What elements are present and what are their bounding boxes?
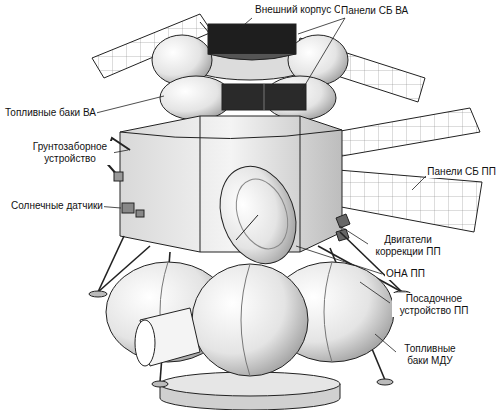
fuel-tank <box>160 76 232 120</box>
part-label: Топливные баки МДУ <box>398 343 462 367</box>
part-label: Двигатели коррекции ПП <box>370 234 446 258</box>
sun-sensor <box>122 203 134 213</box>
engine-nozzle <box>336 214 350 228</box>
solar-panel <box>336 170 482 232</box>
part-label: ОНА ПП <box>385 268 426 280</box>
part-label: Панели СБ ВА <box>340 5 409 17</box>
antenna-dish <box>207 156 309 275</box>
part-label: Посадочное устройство ПП <box>392 293 476 317</box>
part-label: Солнечные датчики <box>10 200 104 212</box>
part-label: Внешний корпус СА <box>254 4 349 16</box>
capsule-shell <box>208 24 296 54</box>
part-label: Панели СБ ПП <box>426 166 497 178</box>
leader-line <box>96 18 426 352</box>
drawing <box>89 14 482 410</box>
solar-panel <box>335 108 480 156</box>
part-label: Топливные баки ВА <box>4 107 97 119</box>
part-label: Грунтозаборное устройство <box>26 141 114 165</box>
fuel-tank <box>192 264 308 376</box>
solar-panel-dark <box>222 84 306 110</box>
